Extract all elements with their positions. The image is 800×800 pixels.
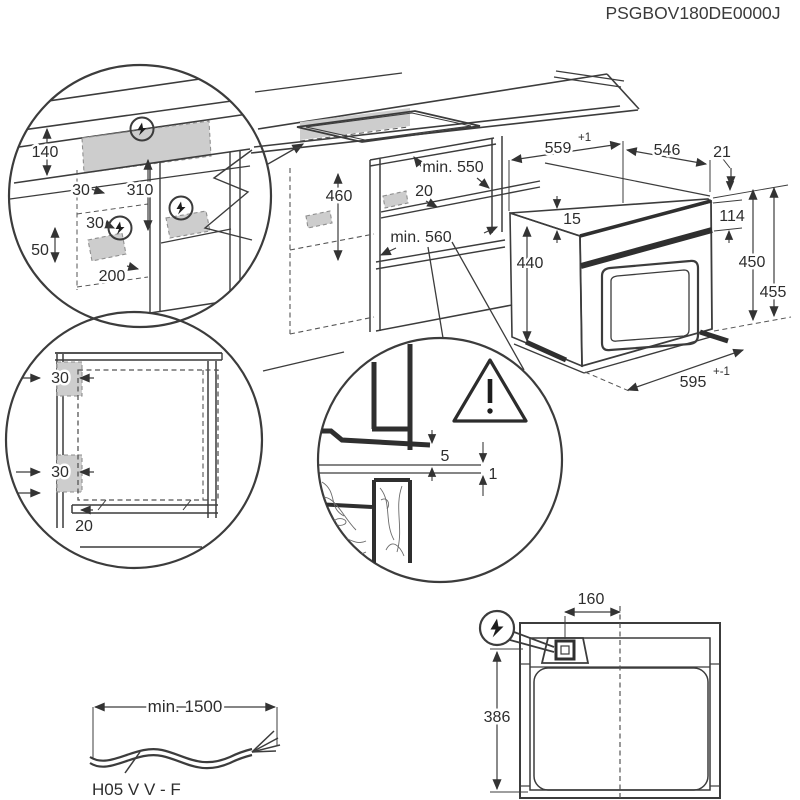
- dim-450: 450: [739, 254, 766, 271]
- dim-30-top: 30: [72, 182, 90, 199]
- dim-20-plinth: 20: [75, 518, 93, 535]
- lightning-icon: [168, 195, 194, 221]
- dim-30-side-top: 30: [51, 370, 69, 387]
- dim-455: 455: [760, 284, 787, 301]
- dim-460: 460: [326, 188, 353, 205]
- power-cable: min. 1500 H05 V V - F: [89, 695, 281, 800]
- dim-140: 140: [32, 144, 59, 161]
- dim-559: 559: [545, 140, 572, 157]
- detail-leader-arrow: [267, 143, 305, 165]
- dim-559-tol: +1: [578, 132, 591, 144]
- dim-50: 50: [31, 242, 49, 259]
- dim-min-560: min. 560: [390, 229, 451, 246]
- oven-view: 559 +1 546 21 15 114 440 450 455 595 +-1: [508, 130, 792, 394]
- warning-triangle-icon: [452, 358, 528, 423]
- wood-grain: [318, 481, 405, 557]
- cabinet-view: 460 min. 550 20 min. 560: [203, 70, 711, 371]
- dim-440: 440: [517, 255, 544, 272]
- dim-1: 1: [489, 466, 498, 483]
- dim-114: 114: [719, 208, 745, 225]
- dim-200: 200: [99, 268, 126, 285]
- dim-310: 310: [127, 182, 154, 199]
- cable-type-label: H05 V V - F: [92, 780, 181, 799]
- lightning-icon: [129, 116, 155, 142]
- dim-30-side-bottom: 30: [51, 464, 69, 481]
- dim-20: 20: [415, 183, 433, 200]
- dim-min-550: min. 550: [422, 159, 483, 176]
- dim-5: 5: [441, 448, 450, 465]
- dim-30-mid: 30: [86, 215, 104, 232]
- top-view: 160 386: [478, 589, 721, 800]
- lightning-icon: [478, 609, 555, 653]
- drawing-title: PSGBOV180DE0000J: [605, 3, 780, 23]
- dim-386: 386: [484, 709, 511, 726]
- dim-546: 546: [654, 142, 681, 159]
- lightning-icon: [107, 215, 133, 241]
- dim-595: 595: [680, 374, 707, 391]
- dim-min-1500: min. 1500: [148, 697, 223, 716]
- detail-front-gap: 5 1: [316, 336, 564, 584]
- dim-15: 15: [563, 211, 581, 228]
- dim-595-tol: +-1: [713, 366, 730, 378]
- dim-21: 21: [713, 144, 731, 161]
- dim-160: 160: [578, 591, 605, 608]
- detail-side-clearance: 30 30 20: [4, 310, 345, 570]
- detail-electrical-connection: 140 30 310 30 50 200: [7, 63, 305, 329]
